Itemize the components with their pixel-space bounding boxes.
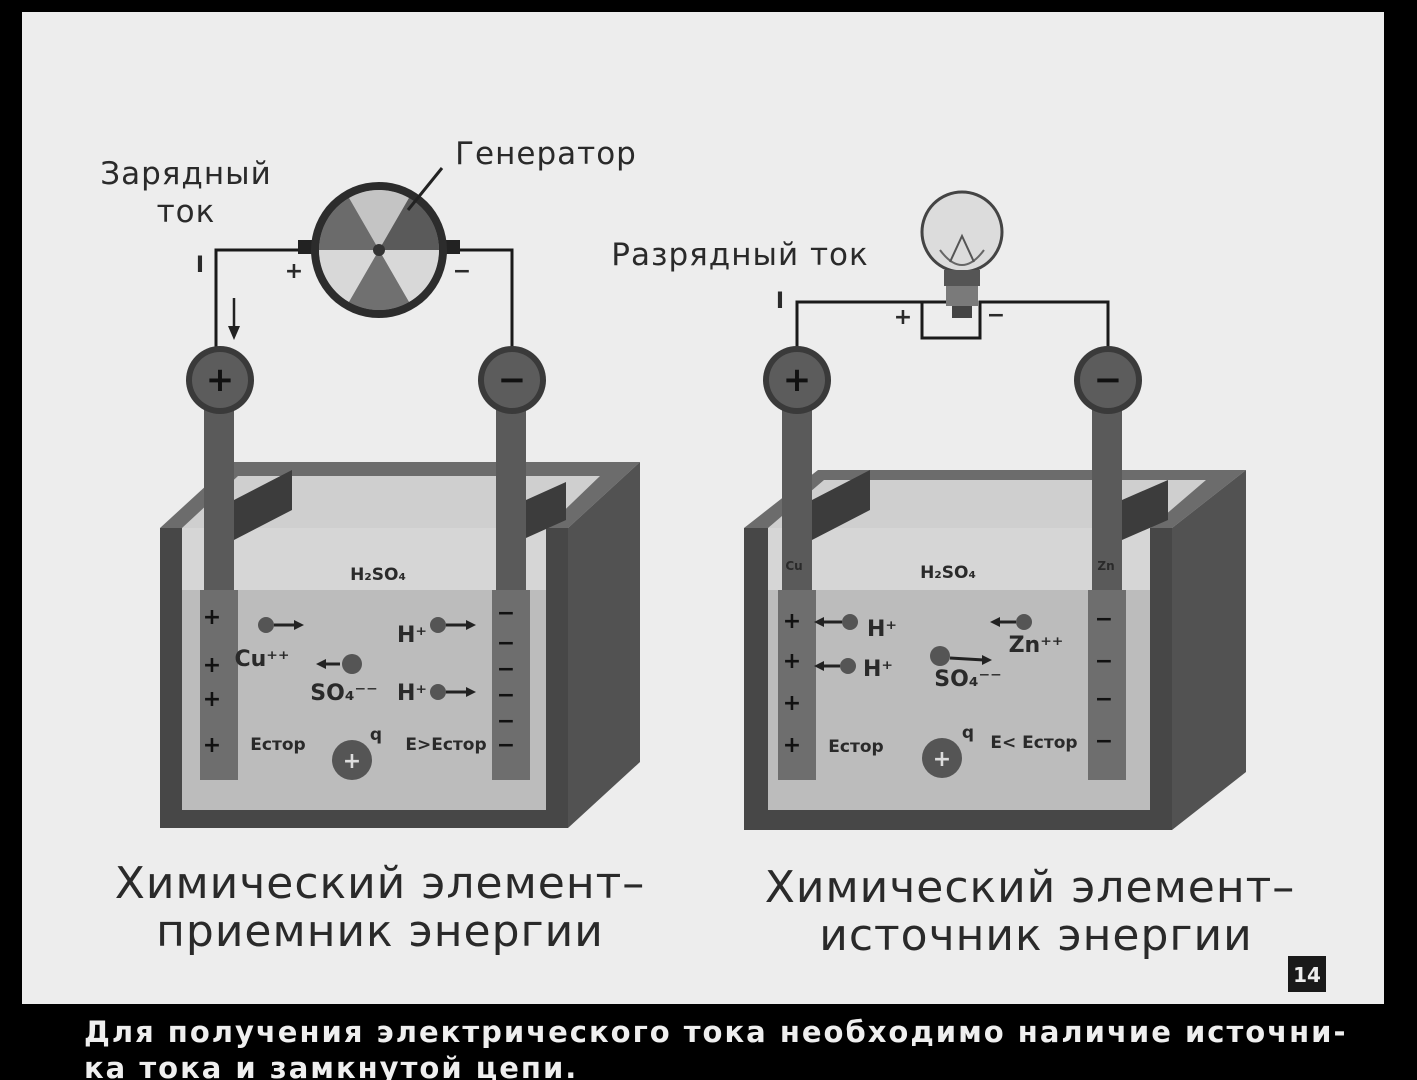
right-electrode-cu: Cu bbox=[785, 559, 802, 573]
caption-line-2: ка тока и замкнутой цепи. bbox=[84, 1051, 578, 1080]
left-field-outside: Eстор bbox=[250, 735, 305, 755]
svg-text:−: − bbox=[498, 360, 527, 400]
right-ion-zn: Zn⁺⁺ bbox=[1009, 633, 1064, 658]
left-wire-minus bbox=[460, 248, 514, 360]
generator-label: Генератор bbox=[455, 136, 637, 172]
svg-text:−: − bbox=[1095, 687, 1113, 712]
svg-text:−: − bbox=[497, 709, 515, 734]
right-ion-so4: SO₄⁻⁻ bbox=[934, 667, 1001, 692]
left-electrolyte-label: H₂SO₄ bbox=[350, 565, 406, 585]
svg-text:+: + bbox=[783, 691, 801, 716]
left-ion-cu: Cu⁺⁺ bbox=[234, 647, 289, 672]
left-ion-h-2: H⁺ bbox=[397, 681, 427, 706]
svg-text:−: − bbox=[497, 657, 515, 682]
svg-text:+: + bbox=[343, 749, 361, 774]
right-field-compare: E< Eстор bbox=[990, 733, 1077, 753]
generator-pointer bbox=[406, 167, 444, 211]
left-cell: + − + + + + − − − − − − bbox=[160, 167, 640, 828]
right-wire-minus bbox=[920, 300, 1110, 360]
lamp-plus-sign: + bbox=[894, 305, 912, 330]
right-ion-h-1: H⁺ bbox=[867, 617, 897, 642]
left-charge-label: q bbox=[370, 725, 382, 745]
lamp-icon bbox=[920, 190, 1004, 318]
svg-text:−: − bbox=[497, 601, 515, 626]
right-minus-electrode: − bbox=[1074, 346, 1168, 780]
left-minus-electrode: − bbox=[478, 346, 566, 780]
left-ion-h-1: H⁺ bbox=[397, 623, 427, 648]
left-title-line-1: Химический элемент– bbox=[115, 858, 646, 909]
right-plus-electrode: + bbox=[763, 346, 870, 780]
svg-text:+: + bbox=[783, 609, 801, 634]
right-ions: + bbox=[814, 614, 1032, 778]
svg-text:+: + bbox=[933, 747, 951, 772]
right-title-line-2: источник энергии bbox=[819, 910, 1252, 961]
svg-text:−: − bbox=[497, 683, 515, 708]
discharge-current-label: Разрядный ток bbox=[611, 237, 868, 273]
right-current-symbol: I bbox=[776, 289, 784, 314]
svg-text:+: + bbox=[783, 360, 812, 400]
lamp-minus-sign: − bbox=[987, 303, 1005, 328]
page-number: 14 bbox=[1293, 963, 1321, 987]
svg-text:−: − bbox=[1094, 360, 1123, 400]
svg-text:+: + bbox=[203, 733, 221, 758]
electrolyte-right bbox=[768, 590, 1150, 810]
svg-text:+: + bbox=[783, 733, 801, 758]
left-current-symbol: I bbox=[196, 253, 204, 278]
svg-text:−: − bbox=[497, 733, 515, 758]
right-field-outside: Eстор bbox=[828, 737, 883, 757]
svg-text:+: + bbox=[203, 687, 221, 712]
svg-text:−: − bbox=[1095, 729, 1113, 754]
left-wire-plus bbox=[214, 248, 298, 360]
right-charge-label: q bbox=[962, 723, 974, 743]
svg-text:+: + bbox=[783, 649, 801, 674]
right-electrolyte-label: H₂SO₄ bbox=[920, 563, 976, 583]
right-ion-h-2: H⁺ bbox=[863, 657, 893, 682]
svg-text:−: − bbox=[1095, 649, 1113, 674]
svg-text:+: + bbox=[206, 360, 235, 400]
generator-plus-sign: + bbox=[285, 259, 303, 284]
left-ions: + bbox=[258, 617, 476, 780]
svg-text:−: − bbox=[497, 631, 515, 656]
right-cell: + − + + + + − − − − bbox=[744, 190, 1246, 830]
left-title-line-2: приемник энергии bbox=[156, 906, 604, 957]
caption-line-1: Для получения электрического тока необхо… bbox=[84, 1015, 1348, 1049]
right-electrode-zn: Zn bbox=[1097, 559, 1114, 573]
left-plus-electrode: + bbox=[186, 346, 292, 780]
charging-current-label-2: ток bbox=[157, 194, 216, 230]
left-ion-so4: SO₄⁻⁻ bbox=[310, 681, 377, 706]
svg-text:−: − bbox=[1095, 607, 1113, 632]
svg-text:+: + bbox=[203, 605, 221, 630]
page-number-badge bbox=[1288, 956, 1326, 992]
svg-text:+: + bbox=[203, 653, 221, 678]
generator-minus-sign: − bbox=[453, 259, 471, 284]
right-title-line-1: Химический элемент– bbox=[765, 862, 1296, 913]
right-wire-plus bbox=[795, 300, 946, 360]
generator-icon bbox=[298, 182, 460, 318]
left-field-compare: E>Eстор bbox=[405, 735, 486, 755]
charging-current-label: Зарядный bbox=[100, 156, 272, 192]
